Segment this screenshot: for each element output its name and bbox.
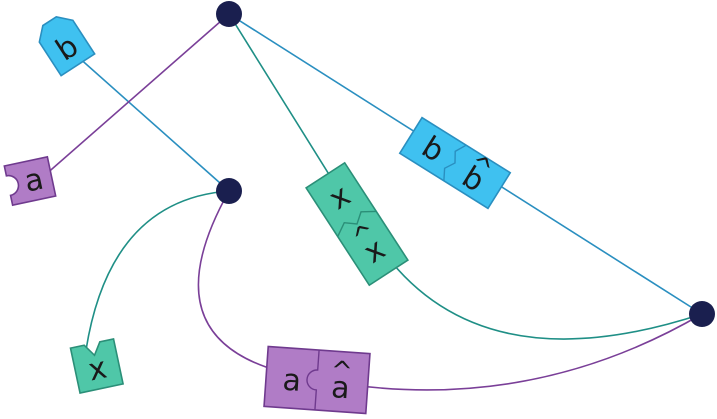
tile-a-pair: a ^ a [263, 345, 371, 415]
tile-a-pair-hat: ^ [330, 356, 354, 387]
edge-top-to-a-purple [27, 13, 230, 191]
tile-x: x [69, 338, 125, 395]
tile-x-pair: x ^ x [305, 161, 409, 287]
right-node [689, 301, 715, 327]
tile-a-pair-hat-symbol: a [330, 370, 351, 406]
top-node [216, 1, 242, 27]
tile-b-pair: b ^ b [398, 116, 512, 210]
edge-top-to-middle-blue [67, 47, 230, 192]
tile-b: b [38, 15, 96, 77]
middle-node [216, 178, 242, 204]
edge-middle-to-x-teal [85, 190, 230, 351]
tile-a-pair-symbol: a [281, 363, 302, 399]
tile-a: a [3, 155, 57, 207]
